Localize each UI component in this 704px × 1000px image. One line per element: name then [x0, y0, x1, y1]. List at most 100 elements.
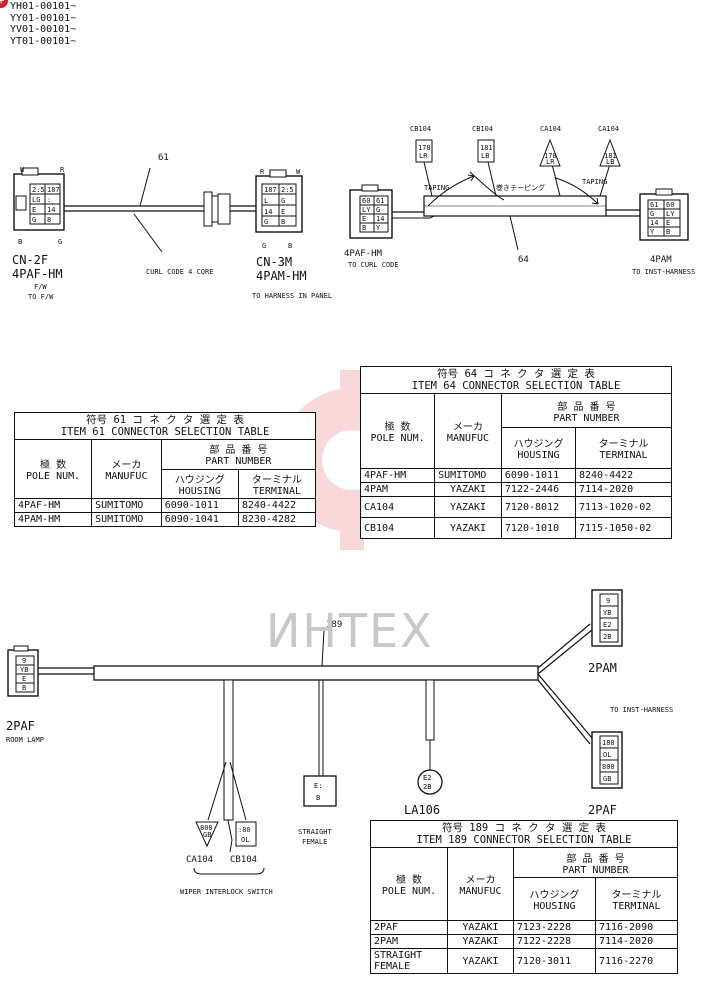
pin-code: E2	[423, 774, 431, 782]
table-title-en: ITEM 189 CONNECTOR SELECTION TABLE	[416, 834, 632, 846]
item64-selection-table: 符号 64 コ ネ ク タ 選 定 表 ITEM 64 CONNECTOR SE…	[359, 366, 673, 539]
part-number-header: 部 品 番 号 PART NUMBER	[160, 439, 317, 470]
table-row: 4PAF-HM SUMITOMO 6090-1011 8240-4422	[13, 498, 317, 513]
wire-color-label: B	[18, 238, 22, 246]
pin-code: 2:5	[32, 186, 45, 194]
cable-note: CURL CODE 4 CORE	[146, 268, 213, 276]
wire-color-label: R	[60, 166, 65, 174]
pin-color: 2B	[423, 783, 431, 791]
table-cell: STRAIGHT FEMALE	[370, 948, 448, 974]
terminal-header: ターミナル TERMINAL	[237, 468, 317, 499]
pole-header-en: POLE NUM.	[381, 886, 437, 897]
pole-header: 極 数 POLE NUM.	[13, 439, 93, 499]
pin-color: B	[281, 218, 285, 226]
pin-color: G	[264, 218, 268, 226]
table-title-en: ITEM 61 CONNECTOR SELECTION TABLE	[60, 426, 270, 438]
terminal-header: ターミナル TERMINAL	[594, 877, 679, 921]
connector-note: ROOM LAMP	[6, 736, 44, 744]
pin-color: :	[47, 196, 51, 204]
maker-header-jp: メーカ	[465, 875, 496, 886]
table-cell: CB104	[359, 517, 436, 539]
table-cell: 4PAM	[359, 482, 436, 497]
pin-code: 800	[200, 824, 213, 832]
part-number-header: 部 品 番 号 PART NUMBER	[500, 393, 673, 428]
table-title-en: ITEM 64 CONNECTOR SELECTION TABLE	[411, 380, 621, 392]
connector-type: 4PAM-HM	[256, 269, 307, 283]
connector-note: F/W	[34, 283, 47, 291]
pin-code: 60	[666, 201, 674, 209]
connector-name: CN-2F	[12, 253, 48, 267]
part-header-jp: 部 品 番 号	[209, 445, 268, 457]
serial-number: YV01-00101~	[10, 24, 77, 35]
connector-type: 2PAM	[588, 661, 617, 675]
table-row: 4PAF-HM SUMITOMO 6090-1011 8240-4422	[359, 468, 672, 483]
housing-header: ハウジング HOUSING	[160, 468, 239, 499]
wire-color-label: W	[20, 166, 25, 174]
serial-number: YY01-00101~	[10, 12, 77, 24]
tap-label: CB104	[472, 125, 493, 133]
table-cell: 2PAF	[370, 920, 448, 935]
table-row: CB104 YAZAKI 7120-1010 7115-1050-02	[359, 517, 672, 539]
pin-code: 181	[604, 152, 617, 160]
table-row: STRAIGHT FEMALE YAZAKI 7120-3011 7116-22…	[370, 948, 679, 974]
table-cell: 6090-1041	[160, 512, 239, 527]
tap-label: CA104	[598, 125, 619, 133]
table-title: 符号 64 コ ネ ク タ 選 定 表 ITEM 64 CONNECTOR SE…	[360, 366, 672, 394]
table-row: 4PAM YAZAKI 7122-2446 7114-2020	[359, 482, 672, 497]
table-cell: 7120-3011	[512, 948, 596, 974]
pin-code: E2	[603, 621, 611, 629]
pole-header-jp: 極 数	[40, 460, 67, 471]
table-cell: 7116-2090	[594, 920, 679, 935]
pin-code: E	[362, 215, 366, 223]
pin-color: LR	[546, 158, 555, 166]
part-header-jp: 部 品 番 号	[557, 401, 616, 413]
pole-header-jp: 極 数	[384, 422, 411, 433]
pole-header-en: POLE NUM.	[25, 471, 81, 482]
connector-type: 4PAF-HM	[344, 249, 383, 259]
pin-code: 61	[376, 197, 384, 205]
table-title-jp: 符号 64 コ ネ ク タ 選 定 表	[437, 368, 595, 380]
wire-color-label: G	[262, 242, 266, 250]
item64-harness: 60 61 LY G E 14 B Y 4PAF-HM TO CURL CODE…	[344, 125, 695, 276]
table-cell: 7120-8012	[500, 496, 577, 518]
maker-header-jp: メーカ	[111, 460, 142, 471]
table-cell: YAZAKI	[434, 517, 502, 539]
pin-code: 187	[47, 186, 60, 194]
pole-header: 極 数 POLE NUM.	[359, 393, 436, 469]
tap-label: CB104	[410, 125, 431, 133]
pin-code: E	[281, 208, 285, 216]
table-title-jp: 符号 61 コ ネ ク タ 選 定 表	[86, 414, 244, 426]
pin-color: LB	[481, 152, 489, 160]
maker-header-en: MANUFUC	[105, 471, 148, 482]
pin-color: B	[316, 794, 320, 802]
table-cell: 7116-2270	[594, 948, 679, 974]
pin-code: :80	[238, 826, 251, 834]
pin-code: 61	[650, 201, 658, 209]
table-cell: 7120-1010	[500, 517, 577, 539]
pin-color: L	[264, 197, 268, 205]
pin-color: OL	[241, 836, 249, 844]
terminal-header-jp: ターミナル	[251, 474, 302, 486]
connector-note: STRAIGHT	[298, 828, 333, 836]
table-row: 4PAM-HM SUMITOMO 6090-1041 8230-4282	[13, 512, 317, 527]
pin-color: LG	[32, 196, 40, 204]
connector-type: 4PAF-HM	[12, 267, 63, 281]
item61-harness: 2:5 187 LG : E 14 G 8 W R B G CN-2F 4PAF…	[12, 153, 332, 301]
taping-note: TAPING	[424, 184, 449, 192]
pin-code: 14	[47, 206, 55, 214]
pin-color: YB	[20, 666, 28, 674]
housing-header-en: HOUSING	[178, 485, 221, 497]
pin-color: YB	[603, 609, 611, 617]
serial-number: YH01-00101~	[10, 1, 77, 12]
taping-note-jp: 巻きテーピング	[496, 183, 545, 192]
table-row: 2PAM YAZAKI 7122-2228 7114-2020	[370, 934, 679, 949]
pin-code: 178	[544, 152, 557, 160]
pin-color: Y	[376, 224, 381, 232]
terminal-header-jp: ターミナル	[611, 890, 662, 901]
serial-number: YT01-00101~	[10, 35, 77, 47]
pin-code: E	[32, 206, 36, 214]
pin-code: E	[22, 675, 26, 683]
pin-color: G	[376, 206, 380, 214]
table-cell: 8240-4422	[237, 498, 317, 513]
item-number: 61	[158, 153, 169, 163]
